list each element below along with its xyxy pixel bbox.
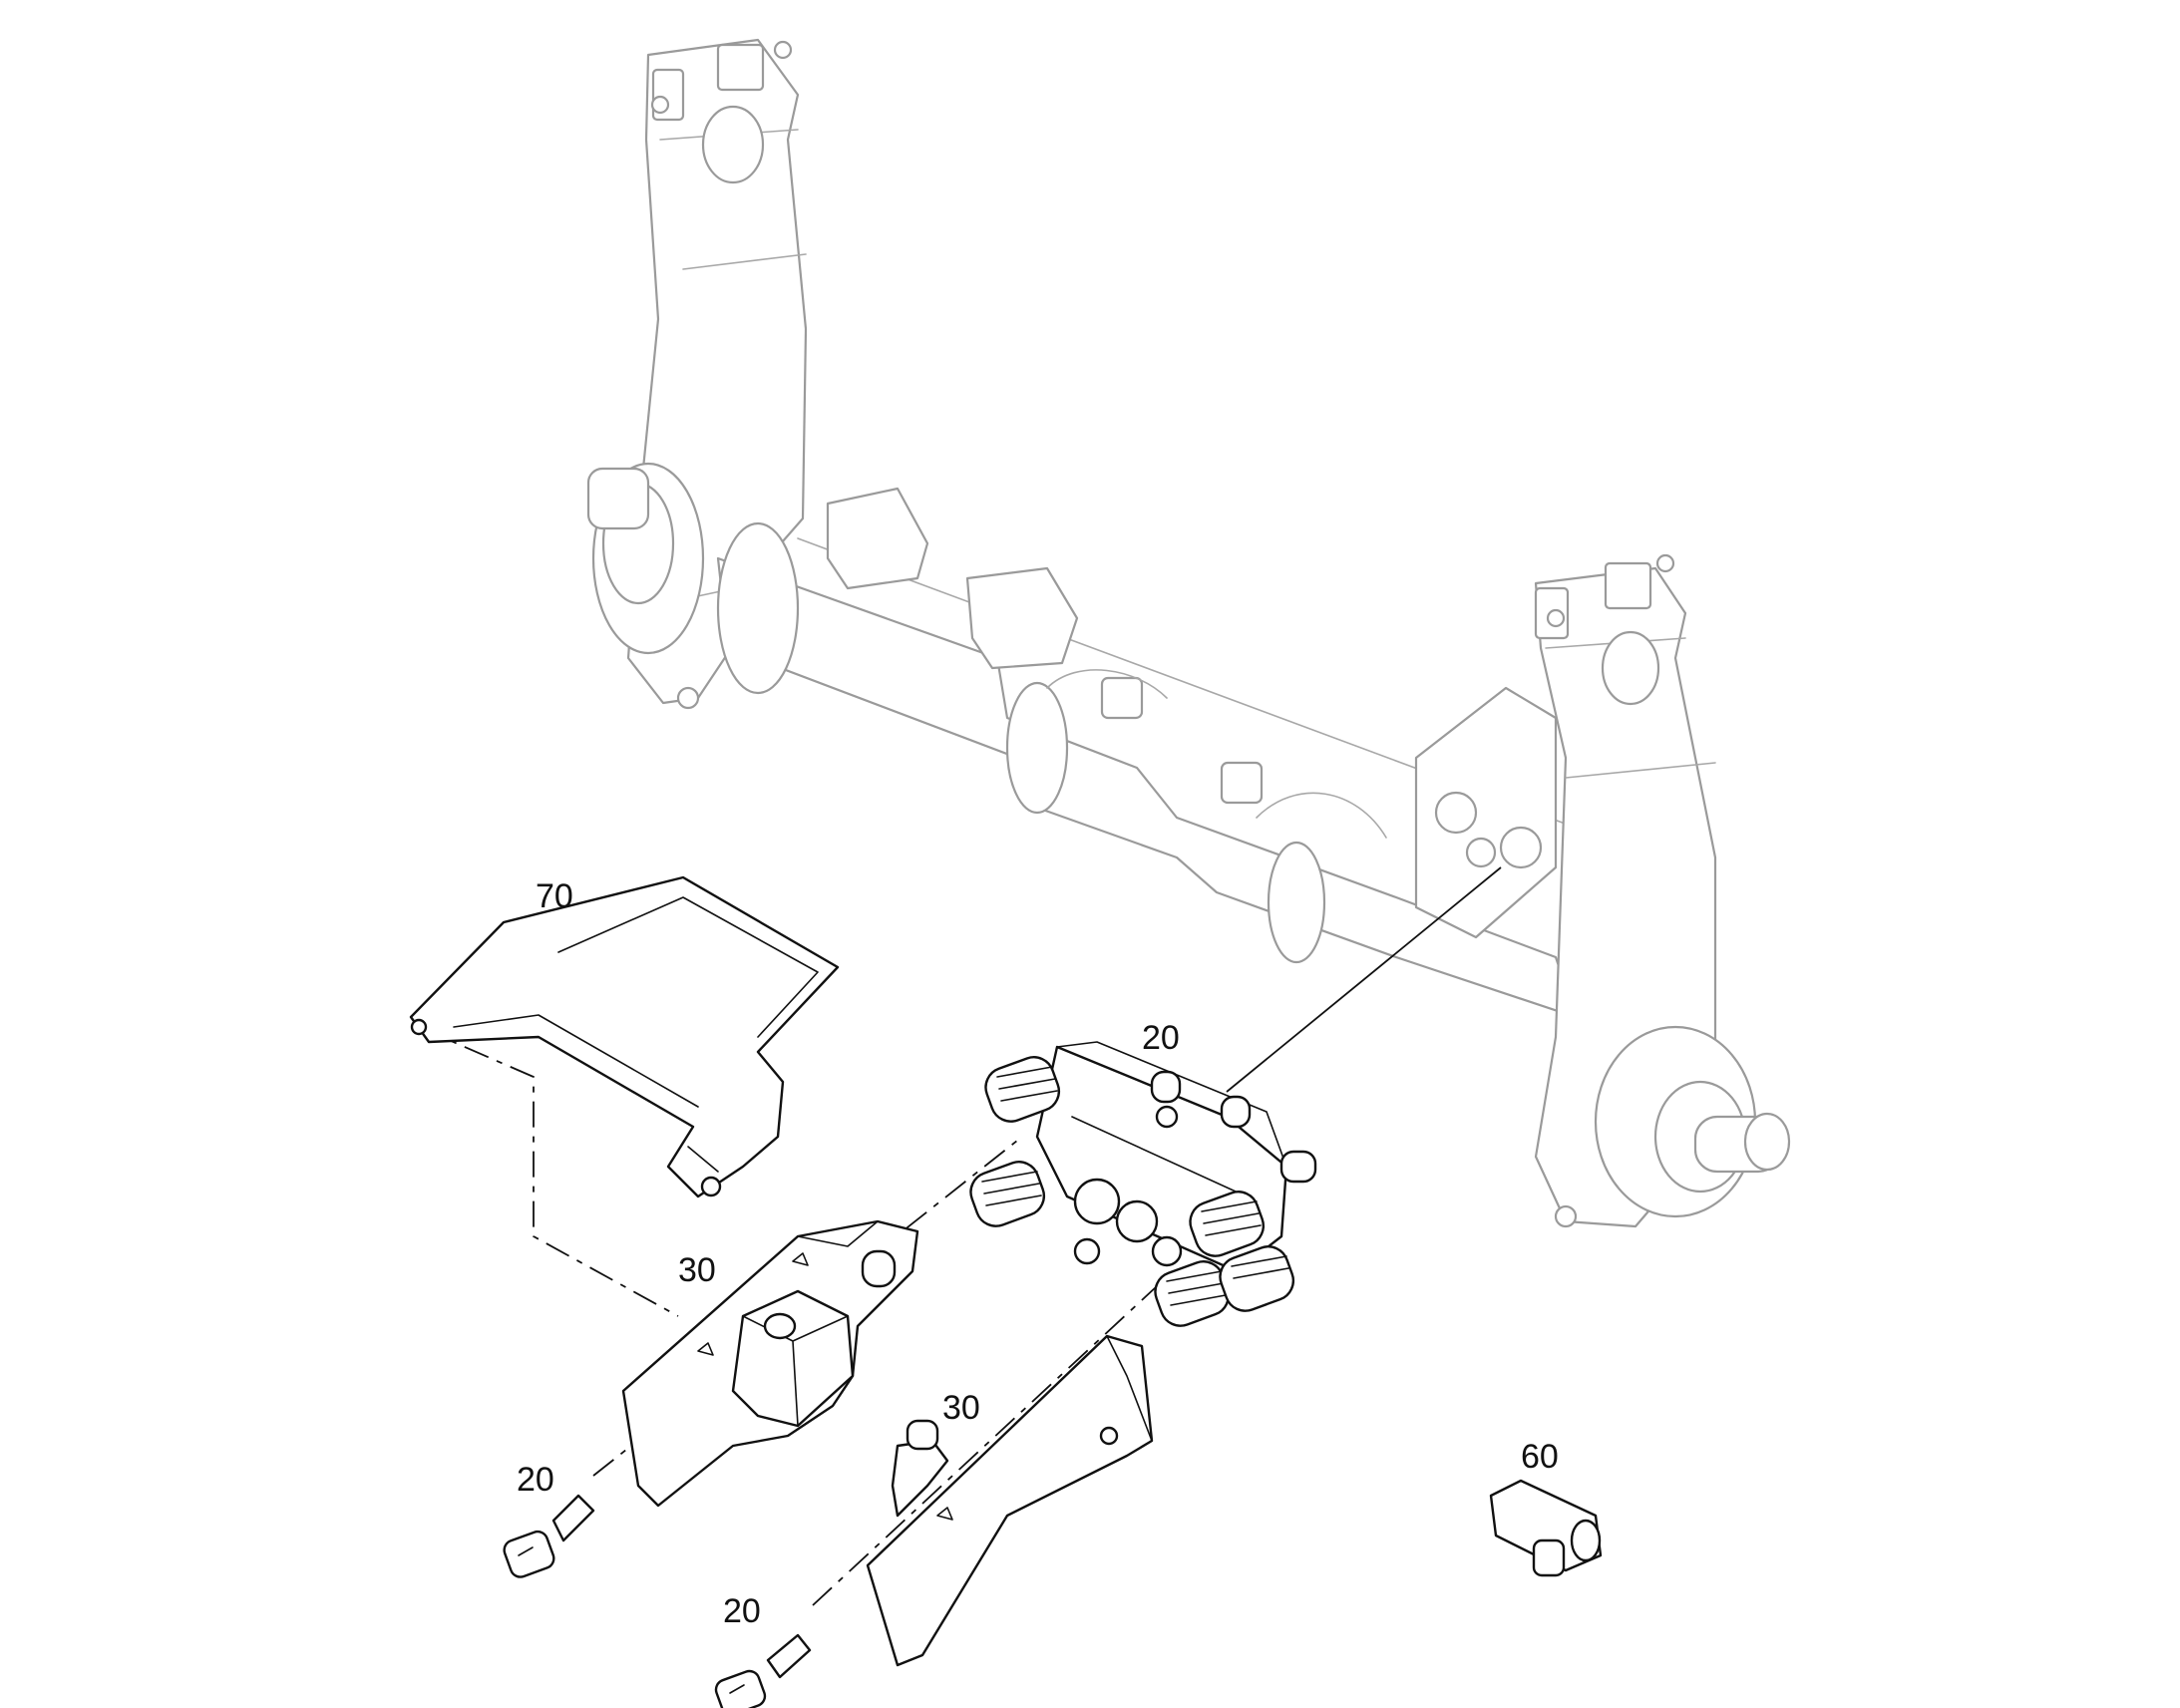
- callout-20-valve: 20: [1142, 1019, 1180, 1057]
- axle-frame-icon: [586, 38, 1791, 1228]
- valve-block-icon: [969, 1041, 1317, 1327]
- callout-70: 70: [536, 877, 573, 915]
- bracket-left-icon: [621, 1219, 919, 1508]
- callout-20-screw-bottom: 20: [723, 1592, 761, 1630]
- callouts: 70 20 30 30 20 20 60: [517, 877, 1559, 1630]
- callout-60: 60: [1521, 1438, 1559, 1476]
- bracket-right-icon: [866, 1334, 1154, 1667]
- tee-fitting-icon: [1489, 1479, 1603, 1577]
- cover-plate-icon: [409, 875, 840, 1198]
- callout-30-right-bracket: 30: [942, 1389, 980, 1427]
- cap-screw-icon: [503, 1494, 812, 1708]
- callout-20-screw-left: 20: [517, 1461, 554, 1499]
- callout-30-left-bracket: 30: [678, 1251, 716, 1289]
